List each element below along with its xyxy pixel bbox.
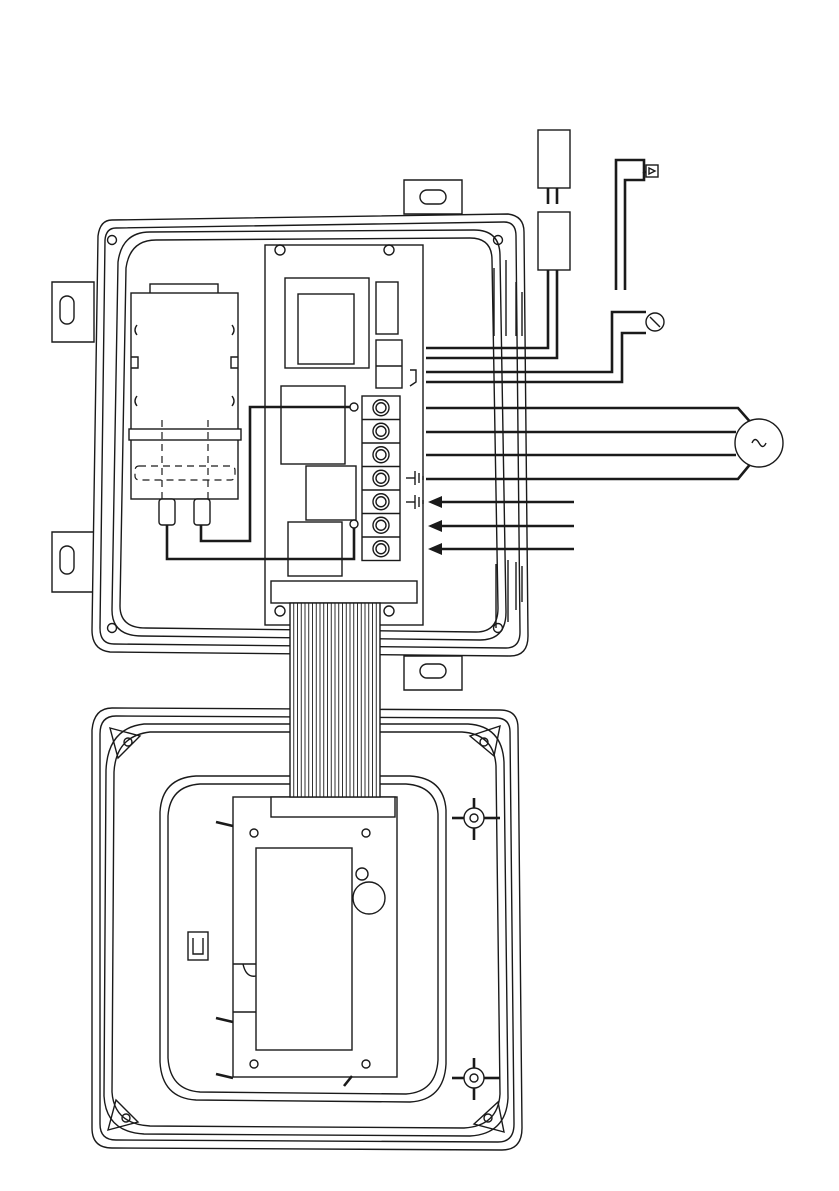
ribbon-cable <box>290 603 380 797</box>
terminal-strip <box>362 396 400 561</box>
mounting-tab-top <box>404 180 462 214</box>
transformer-block <box>129 284 241 525</box>
mounting-tab-left-bottom <box>52 532 94 592</box>
mounting-tab-left-top <box>52 282 94 342</box>
mounting-tab-bottom <box>404 656 462 690</box>
